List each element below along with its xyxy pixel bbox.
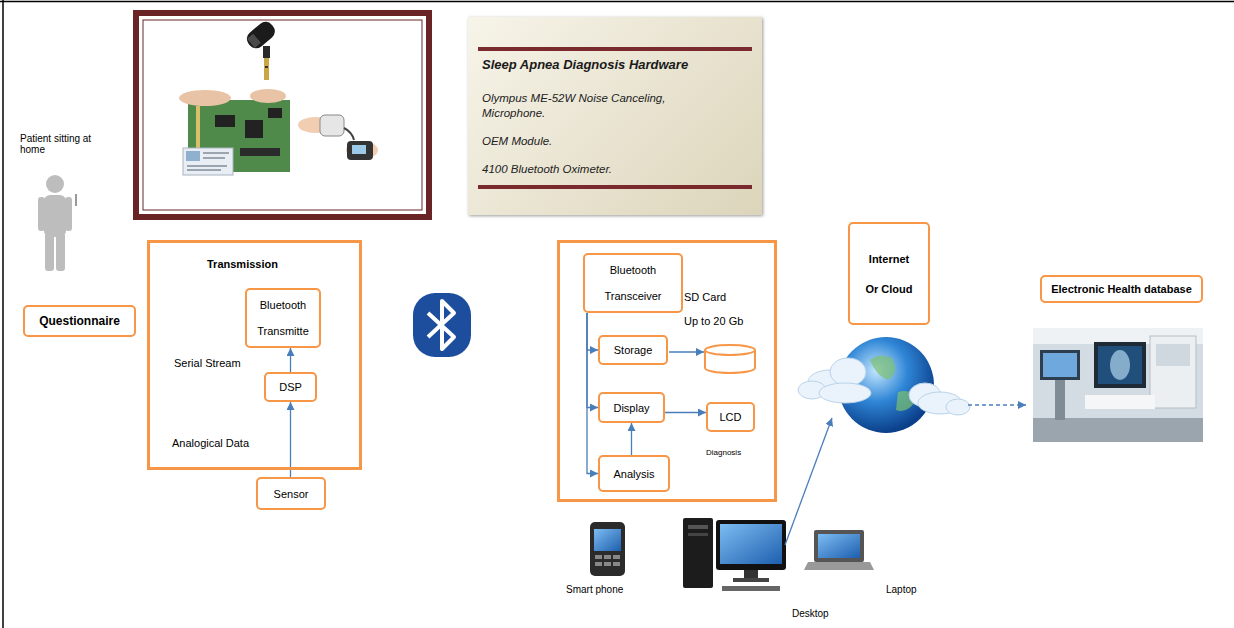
dsp-box: DSP	[264, 372, 317, 402]
transceiver-box: Bluetooth Transceiver	[583, 253, 683, 313]
panel-title: Sleep Apnea Diagnosis Hardware	[482, 57, 752, 72]
receiver-block: SD Card Up to 20 Gb Diagnosis Bluetooth Tra…	[557, 240, 777, 502]
tick-mark	[76, 194, 77, 206]
dashed-arrow	[968, 404, 1026, 405]
text-holder: Olympus ME-52W Noise Canceling, Micropho…	[482, 91, 697, 121]
storage-box: Storage	[598, 335, 668, 365]
transmission-block: TransmissionSerial Stream Bluetooth Trans…	[147, 240, 362, 470]
box-label: LCD	[719, 411, 741, 423]
box-label: Questionnaire	[39, 314, 120, 328]
box-label: DSP	[279, 381, 302, 393]
cloud-globe	[798, 337, 970, 433]
database-box: Electronic Health database	[1040, 275, 1203, 303]
text-holder: Analogical Data	[172, 437, 249, 449]
text-holder: Laptop	[886, 584, 917, 595]
flow-arrow	[665, 412, 706, 413]
box-label: Sensor	[274, 488, 309, 500]
sensor-box: Sensor	[256, 477, 326, 510]
flow-arrow	[587, 313, 598, 408]
patient-label: Patient sitting at home	[20, 133, 112, 155]
hardware-item: OEM Module.	[482, 135, 722, 147]
text-holder: Desktop	[792, 608, 829, 619]
text-holder: Patient sitting at home	[20, 133, 112, 155]
hospital-photo	[1033, 328, 1203, 442]
box-label: Bluetooth Transmitte	[251, 292, 315, 344]
hardware-photo	[136, 13, 429, 217]
box-label: Display	[613, 402, 649, 414]
analysis-box: Analysis	[598, 455, 670, 492]
text-holder: Sleep Apnea Diagnosis Hardware	[482, 57, 752, 72]
flow-arrow	[290, 348, 291, 372]
text-holder: Transmission	[207, 258, 278, 270]
hardware-panel: Sleep Apnea Diagnosis HardwareOlympus ME…	[468, 17, 762, 215]
lcd-box: LCD	[706, 402, 755, 432]
flow-arrow	[631, 423, 632, 455]
device-label: Smart phone	[566, 584, 623, 595]
block-title: Transmission	[207, 258, 278, 270]
flow-arrow	[290, 402, 291, 477]
text-holder: Smart phone	[566, 584, 623, 595]
text-holder: OEM Module.	[482, 135, 722, 147]
hardware-item: Olympus ME-52W Noise Canceling, Micropho…	[482, 91, 697, 121]
rule-line	[478, 185, 752, 189]
storage-arrow	[669, 351, 704, 352]
questionnaire-box: Questionnaire	[23, 305, 136, 337]
rule-line	[478, 47, 752, 51]
bluetooth-logo	[413, 293, 471, 357]
flow-arrow	[587, 313, 598, 350]
box-label: Bluetooth Transceiver	[589, 257, 677, 309]
sd-card-cylinder	[705, 345, 755, 373]
laptop-icon	[804, 530, 874, 570]
box-label: Internet Or Cloud	[864, 244, 914, 304]
capacity-label: Up to 20 Gb	[684, 315, 743, 327]
text-holder: Diagnosis	[706, 448, 741, 457]
smart-phone-icon	[590, 522, 625, 576]
signal-label: Serial Stream	[174, 357, 241, 369]
box-label: Electronic Health database	[1051, 283, 1192, 295]
desktop-icon	[683, 518, 786, 591]
internet-box: Internet Or Cloud	[848, 222, 930, 325]
text-holder: 4100 Bluetooth Oximeter.	[482, 163, 722, 175]
box-label: Analysis	[614, 468, 655, 480]
diagnosis-label: Diagnosis	[706, 448, 741, 457]
flow-arrow	[587, 313, 598, 474]
upload-arrow	[785, 418, 832, 545]
device-label: Laptop	[886, 584, 917, 595]
box-label: Storage	[614, 344, 653, 356]
device-label: Desktop	[792, 608, 829, 619]
text-holder: SD Card	[684, 291, 726, 303]
hardware-item: 4100 Bluetooth Oximeter.	[482, 163, 722, 175]
display-box: Display	[598, 392, 665, 423]
text-holder: Up to 20 Gb	[684, 315, 743, 327]
signal-label: Analogical Data	[172, 437, 249, 449]
page-border	[0, 1, 1234, 3]
text-holder: Serial Stream	[174, 357, 241, 369]
storage-label: SD Card	[684, 291, 726, 303]
page-border	[2, 0, 4, 628]
transmitter-box: Bluetooth Transmitte	[245, 288, 321, 348]
patient-figure	[38, 175, 72, 271]
